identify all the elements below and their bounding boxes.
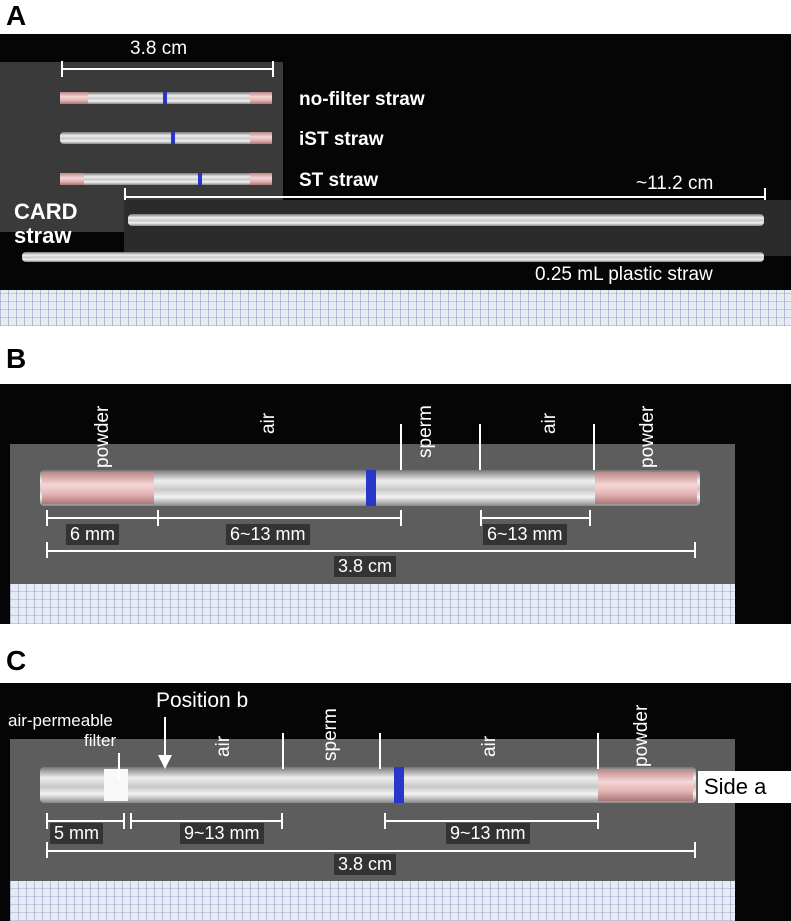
dimension-label-total: 3.8 cm [334,556,397,577]
segment-label-sperm: sperm [320,708,341,761]
st-straw [60,173,272,185]
segment-divider [597,733,599,769]
dimension-tick [400,510,402,526]
dimension-tick [281,813,283,829]
panel-b: powder air sperm air powder 6 mm 6~13 mm… [0,384,791,624]
ist-straw-closeup [40,767,696,803]
side-a-label: Side a [698,771,791,803]
ruler [0,290,791,326]
dimension-tick [384,813,386,829]
ist-straw [60,132,272,144]
dimension-line [384,820,598,822]
segment-label-sperm: sperm [415,405,436,458]
label-st-straw: ST straw [299,170,379,191]
marker-band [366,470,376,506]
dimension-label: 5 mm [50,823,103,844]
marker-band [163,92,167,104]
dimension-label-total: 3.8 cm [334,854,397,875]
dimension-tick [46,542,48,558]
segment-divider [379,733,381,769]
dimension-tick [46,842,48,858]
dimension-label: 6~13 mm [226,524,310,545]
dimension-label: 9~13 mm [180,823,264,844]
powder-plug [60,92,88,104]
dimension-tick [694,542,696,558]
position-b-arrow-shaft [164,717,166,757]
dimension-line-total [46,550,696,552]
panel-letter-c: C [6,645,27,676]
segment-label-air: air [258,412,279,434]
powder-plug [250,173,272,185]
air-permeable-filter [104,769,128,801]
position-b-label: Position b [156,689,249,712]
segment-label-air: air [479,735,500,757]
segment-label-powder: powder [631,704,652,767]
plastic-straw-label: 0.25 mL plastic straw [535,264,713,285]
dimension-line-total [46,850,696,852]
panel-letter-a: A [6,0,27,31]
dimension-tick [589,510,591,526]
segment-label-air: air [213,735,234,757]
label-no-filter-straw: no-filter straw [299,89,425,110]
dimension-label-short: 3.8 cm [130,38,188,59]
dimension-tick [61,61,63,77]
filter-pointer [118,753,120,781]
dimension-tick [123,813,125,829]
segment-divider [282,733,284,769]
label-ist-straw: iST straw [299,129,384,150]
dimension-tick [694,842,696,858]
dimension-line-long [125,196,765,198]
card-straw-label-line2: straw [14,223,72,248]
powder-plug [250,132,272,144]
filter-label-line2: filter [84,731,117,750]
ruler [10,584,735,624]
powder-plug-right [598,769,693,801]
dimension-label: 6 mm [66,524,119,545]
marker-band [171,132,175,144]
marker-band [394,767,404,803]
dimension-label: 9~13 mm [446,823,530,844]
segment-divider [479,424,481,470]
card-straw [128,214,764,226]
powder-plug [60,173,84,185]
segment-label-air: air [539,412,560,434]
dimension-tick [46,510,48,526]
dimension-tick [272,61,274,77]
dimension-tick [130,813,132,829]
dimension-line [46,517,158,519]
segment-label-powder: powder [637,405,658,468]
dimension-line [158,517,400,519]
dimension-label: 6~13 mm [483,524,567,545]
marker-band [198,173,202,185]
segment-divider [400,424,402,470]
panel-letter-b: B [6,343,27,374]
dimension-line [480,517,590,519]
card-straw-label-line1: CARD [14,199,78,224]
panel-a: 3.8 cm no-filter straw iST straw ST stra… [0,34,791,326]
powder-plug [250,92,272,104]
powder-plug-left [42,472,154,504]
dimension-tick [46,813,48,829]
dimension-line [130,820,282,822]
powder-plug-right [595,472,697,504]
panel-c: air-permeable filter Position b air sper… [0,683,791,921]
dimension-line [46,820,124,822]
segment-divider [593,424,595,470]
background-paper [124,200,791,256]
position-b-arrowhead [158,755,172,769]
ruler [10,881,735,921]
dimension-tick [597,813,599,829]
dimension-tick [480,510,482,526]
dimension-line-short [61,68,273,70]
filter-label-line1: air-permeable [8,711,113,730]
plastic-straw [22,252,764,262]
segment-label-powder: powder [92,405,113,468]
dimension-label-long: ~11.2 cm [636,173,714,194]
